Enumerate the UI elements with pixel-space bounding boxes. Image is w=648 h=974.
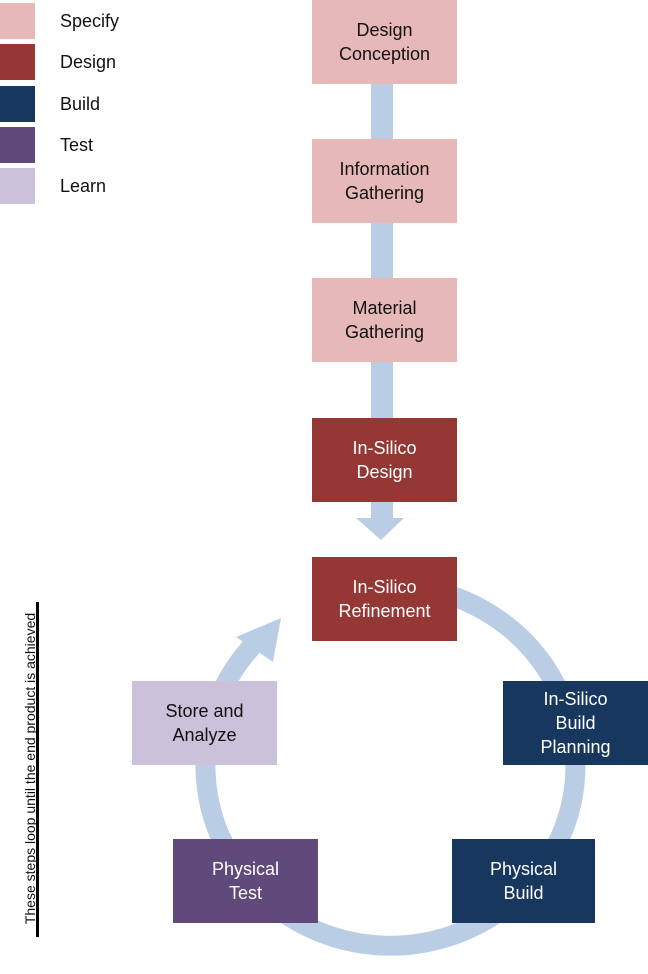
legend-swatch-learn [0, 168, 35, 204]
legend-item-learn: Learn [0, 168, 140, 204]
loop-cycle-arrowhead [236, 618, 281, 662]
legend-item-specify: Specify [0, 3, 140, 39]
step-physical-test: Physical Test [173, 839, 318, 923]
loop-cycle-arrow [195, 578, 586, 956]
step-information-gathering-label: Information Gathering [339, 159, 430, 203]
step-in-silico-build-planning: In-Silico Build Planning [503, 681, 648, 765]
step-in-silico-design: In-Silico Design [312, 418, 457, 502]
step-information-gathering: Information Gathering [312, 139, 457, 223]
step-design-conception-label: Design Conception [338, 20, 431, 64]
step-store-and-analyze-label: Store and Analyze [165, 701, 244, 745]
step-physical-test-label: Physical Test [211, 859, 280, 903]
legend-item-design: Design [0, 44, 140, 80]
legend-label-specify: Specify [60, 11, 120, 31]
step-store-and-analyze: Store and Analyze [132, 681, 277, 765]
legend-item-test: Test [0, 127, 140, 163]
step-in-silico-refinement-label: In-Silico Refinement [338, 577, 431, 621]
legend-label-learn: Learn [60, 176, 107, 196]
legend-label-build: Build [60, 94, 101, 114]
linear-flow-arrowhead [356, 518, 404, 540]
legend-swatch-specify [0, 3, 35, 39]
step-physical-build-label: Physical Build [489, 859, 558, 903]
step-in-silico-refinement: In-Silico Refinement [312, 557, 457, 641]
step-in-silico-design-label: In-Silico Design [352, 438, 417, 482]
step-physical-build: Physical Build [452, 839, 595, 923]
legend-swatch-build [0, 86, 35, 122]
loop-annotation-bracket [36, 602, 39, 937]
legend-label-design: Design [60, 52, 117, 72]
legend-swatch-design [0, 44, 35, 80]
step-material-gathering: Material Gathering [312, 278, 457, 362]
step-design-conception: Design Conception [312, 0, 457, 84]
legend-label-test: Test [60, 135, 94, 155]
step-material-gathering-label: Material Gathering [344, 298, 425, 342]
legend-swatch-test [0, 127, 35, 163]
step-in-silico-build-planning-label: In-Silico Build Planning [540, 689, 611, 757]
legend-item-build: Build [0, 86, 140, 122]
